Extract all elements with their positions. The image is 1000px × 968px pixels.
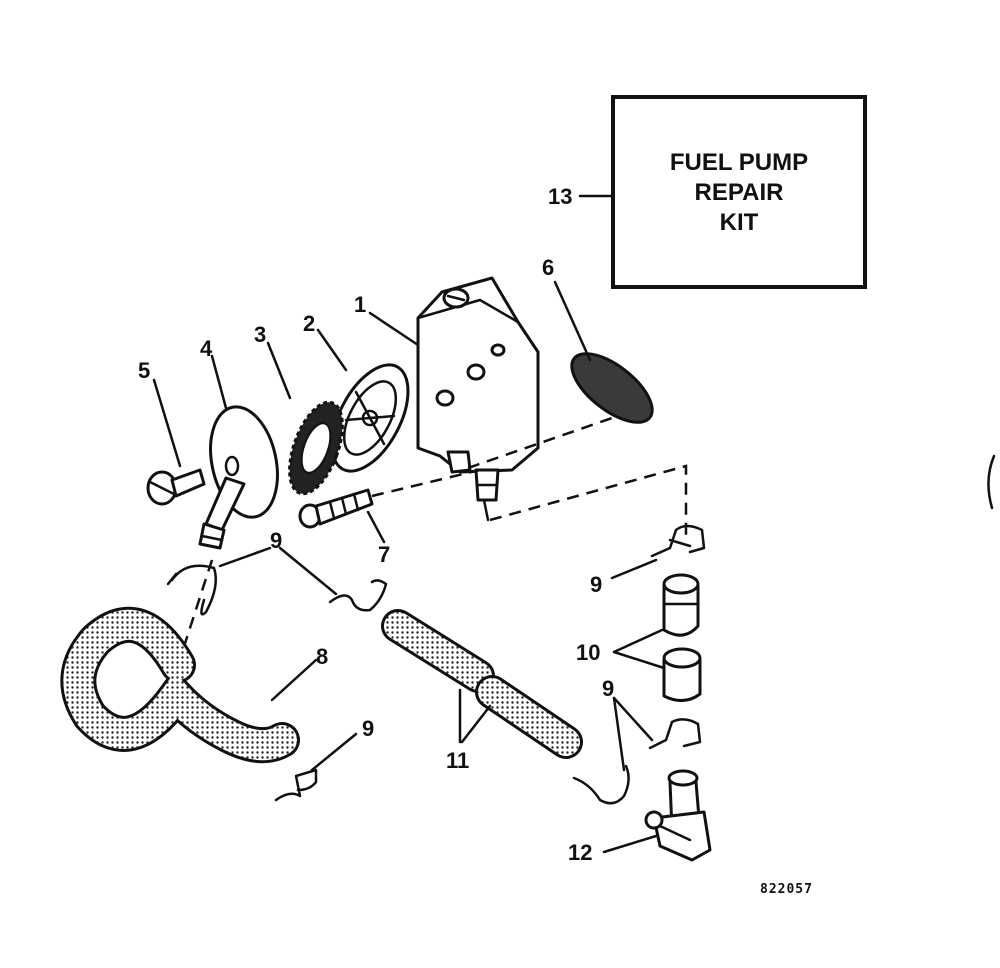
leader-10a [612,628,664,654]
pump-cover [198,405,279,550]
kit-label-line1: FUEL PUMP [670,149,808,176]
callout-4: 4 [200,336,213,361]
kit-label-line3: KIT [720,209,759,236]
leader-12 [602,834,658,854]
hose-clamp-right-top [650,524,706,558]
scan-artifact [987,454,996,510]
hose-clamp-lower-left [274,768,318,802]
callout-9-right: 9 [590,572,602,597]
leader-9f [612,696,626,772]
check-valve-lower [662,647,702,702]
check-valve-upper [662,573,700,637]
leader-5 [152,378,182,468]
pump-body [416,276,540,522]
assembly-line-screw [371,468,481,498]
diaphragm-center [300,422,332,474]
leader-11b [460,704,492,744]
cover-screw [146,468,206,506]
figure-code: 822057 [760,882,813,897]
callout-9-upper: 9 [270,528,282,553]
callout-10: 10 [576,640,600,665]
leader-10b [612,650,666,670]
valve-plate [330,363,410,473]
hose-clamp-right-mid [648,718,702,750]
callout-9-bottom: 9 [602,676,614,701]
callout-3: 3 [254,322,266,347]
elbow-fitting [644,769,712,862]
callout-6: 6 [542,255,554,280]
leader-3 [266,341,292,400]
assembly-line-outlet [489,464,688,540]
leader-6 [553,280,592,362]
callout-12: 12 [568,840,592,865]
leader-8 [270,658,318,702]
filter-screen [570,352,654,424]
hose-clamp-middle [328,579,388,612]
kit-label-line2: REPAIR [695,179,784,206]
leader-1 [368,311,420,347]
short-hose-lower [475,675,583,759]
callout-1: 1 [354,292,366,317]
leader-9e [612,696,654,742]
leader-9a [218,546,272,568]
callout-11: 11 [446,748,469,773]
leader-9c [310,732,358,772]
assembly-line-filter [467,416,613,470]
repair-kit-box: FUEL PUMP REPAIR KIT [611,95,867,289]
leader-7 [366,510,386,544]
leader-2 [316,328,348,372]
callout-9-lower: 9 [362,716,374,741]
leader-9d [610,558,658,580]
callout-5: 5 [138,358,150,383]
short-hose-upper [381,609,495,693]
callout-8: 8 [316,644,328,669]
callout-13: 13 [548,184,572,209]
hose-clamp-upper-left [166,564,217,616]
leader-4 [210,354,228,410]
callout-7: 7 [378,542,390,567]
callout-2: 2 [303,311,315,336]
mounting-screw [298,488,374,529]
hose-clamp-right-low [572,764,630,805]
leader-9b [278,546,338,596]
fuel-hose [63,609,297,761]
